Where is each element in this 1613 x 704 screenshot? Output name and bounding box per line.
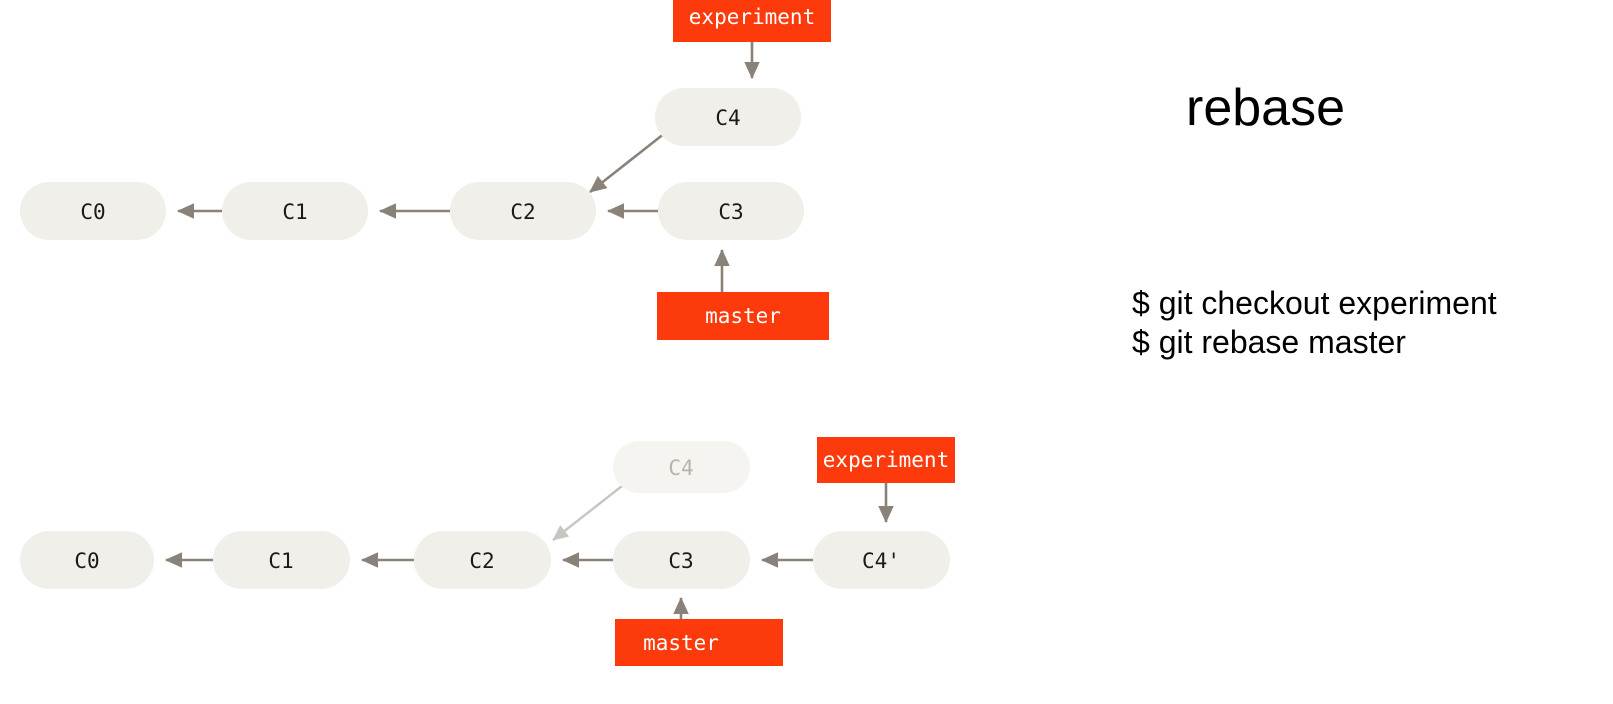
commit-node-c3-top[interactable]: C3 [658, 182, 804, 240]
commit-node-c4-bot-faded[interactable]: C4 [613, 441, 750, 493]
commit-label: C1 [268, 549, 293, 573]
command-line-checkout: $ git checkout experiment [1132, 285, 1497, 321]
commit-node-c1-top[interactable]: C1 [222, 182, 368, 240]
branch-name: experiment [823, 448, 949, 472]
branch-label-master-top[interactable]: master [657, 292, 829, 340]
edge-group-before [176, 42, 760, 292]
commit-node-c4-prime-bot[interactable]: C4' [813, 531, 950, 589]
commit-label: C2 [469, 549, 494, 573]
branch-label-experiment-top[interactable]: experiment [673, 0, 831, 42]
command-line-rebase: $ git rebase master [1132, 324, 1406, 361]
edge-c4-to-c2-bot-faded [552, 485, 623, 541]
branch-label-master-bot[interactable]: master [615, 619, 783, 666]
commit-label: C3 [718, 200, 743, 224]
commit-label: C4 [668, 456, 693, 480]
commit-label: C3 [668, 549, 693, 573]
edge-c4-to-c2 [589, 131, 666, 194]
commit-label: C4 [715, 106, 740, 130]
commit-node-c1-bot[interactable]: C1 [213, 531, 350, 589]
branch-name: master [705, 304, 781, 328]
commit-node-c4-top[interactable]: C4 [655, 88, 801, 146]
commit-node-c0-bot[interactable]: C0 [20, 531, 154, 589]
branch-label-experiment-bot[interactable]: experiment [817, 437, 955, 483]
command-list: $ git checkout experiment $ git rebase m… [1132, 284, 1497, 362]
commit-label: C2 [510, 200, 535, 224]
commit-node-c0-top[interactable]: C0 [20, 182, 166, 240]
diagram-before-rebase: C0 C1 C2 C3 C4 experiment [20, 0, 831, 340]
commit-label: C4' [862, 549, 900, 573]
branch-name: experiment [689, 5, 815, 29]
commit-node-c2-top[interactable]: C2 [450, 182, 596, 240]
commit-node-c3-bot[interactable]: C3 [613, 531, 750, 589]
commit-label: C0 [80, 200, 105, 224]
commit-label: C1 [282, 200, 307, 224]
edge-group-after [164, 483, 894, 619]
branch-name: master [643, 631, 719, 655]
page-title: rebase [1186, 79, 1345, 137]
diagram-after-rebase: C0 C1 C2 C3 C4' C4 [20, 437, 955, 666]
commit-label: C0 [74, 549, 99, 573]
commit-node-c2-bot[interactable]: C2 [414, 531, 551, 589]
